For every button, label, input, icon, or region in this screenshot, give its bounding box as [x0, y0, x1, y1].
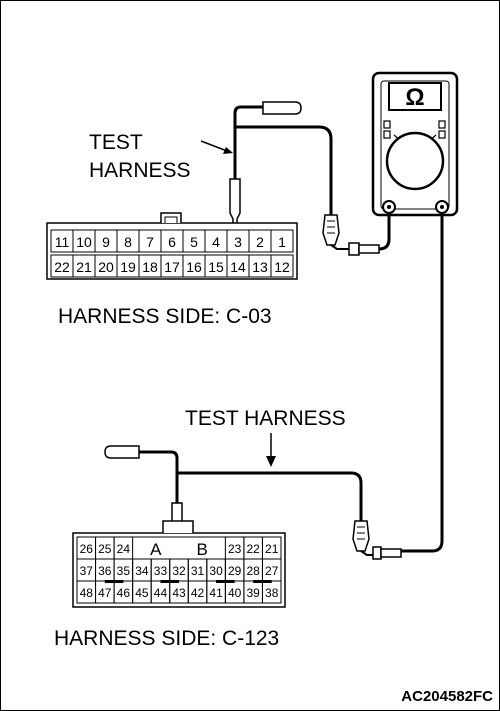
c123-pin-number: 37 — [80, 564, 94, 578]
c123-pin-number: 42 — [191, 586, 205, 600]
test-harness-bottom-label: TEST HARNESS — [185, 407, 346, 430]
c123-pin-number: 40 — [228, 586, 242, 600]
c123-pin-number: 46 — [117, 586, 131, 600]
meter-lead-negative — [401, 213, 444, 553]
c123-pin-number: 29 — [228, 564, 242, 578]
ohm-symbol: Ω — [405, 84, 424, 111]
connector-c123: 26 25 24 A B 23 22 21 37 36 35 34 33 32 31 30 29 28 27 48 47… — [72, 520, 286, 608]
c123-pin-number: 21 — [265, 542, 279, 556]
c03-pin-number: 13 — [252, 259, 268, 275]
c123-pin-number: 41 — [209, 586, 223, 600]
c123-pin-number: 31 — [191, 564, 205, 578]
c123-pin-number: 38 — [265, 586, 279, 600]
harness-side-c123-label: HARNESS SIDE: C-123 — [54, 627, 279, 650]
test-harness-top-line2: HARNESS — [89, 159, 191, 182]
c03-pin-number: 11 — [55, 234, 70, 250]
c123-pin-number: 22 — [247, 542, 261, 556]
c03-cavity — [270, 254, 294, 278]
c03-pin-number: 1 — [278, 234, 286, 250]
c123-pin-number: 25 — [98, 542, 112, 556]
c03-pin-number: 8 — [124, 234, 132, 250]
c03-pin-number: 22 — [54, 259, 70, 275]
c123-pin-number: 34 — [135, 564, 149, 578]
c123-pin-number: 47 — [98, 586, 112, 600]
multimeter: Ω — [371, 71, 459, 217]
c03-pin-number: 2 — [256, 234, 264, 250]
c123-pin-number: 26 — [80, 542, 94, 556]
c03-pin-number: 6 — [168, 234, 176, 250]
c123-pin-number: 39 — [247, 586, 261, 600]
c03-pin-number: 14 — [230, 259, 246, 275]
c123-pin-number: 43 — [172, 586, 186, 600]
c123-pin-number: 48 — [80, 586, 94, 600]
c123-pin-number: 27 — [265, 564, 279, 578]
c123-pin-number: 45 — [135, 586, 149, 600]
c03-pin-number: 5 — [190, 234, 198, 250]
harness-side-c03-label: HARNESS SIDE: C-03 — [58, 305, 272, 328]
c123-pin-number: 33 — [154, 564, 168, 578]
c03-pin-number: 12 — [274, 259, 290, 275]
top-test-harness — [229, 101, 391, 256]
c03-pin-number: 4 — [212, 234, 220, 250]
c123-lock-bar — [253, 580, 272, 583]
c03-pin-number: 10 — [76, 234, 92, 250]
c03-pin-number: 9 — [102, 234, 110, 250]
c123-pin-number: 35 — [117, 564, 131, 578]
c03-pin-number: 20 — [98, 259, 114, 275]
c03-cavity — [270, 229, 294, 253]
c123-pin-number: 44 — [154, 586, 168, 600]
c123-pin-number: 28 — [247, 564, 261, 578]
c03-pin-number: 3 — [234, 234, 242, 250]
c03-pin-number: 19 — [120, 259, 136, 275]
c123-pin-number: 23 — [228, 542, 242, 556]
c03-pin-number: 7 — [146, 234, 154, 250]
c123-pin-number: 24 — [117, 542, 131, 556]
c123-cavity-letter: A — [150, 540, 162, 559]
c123-pin-number: 30 — [209, 564, 223, 578]
c123-lock-bar — [216, 580, 235, 583]
c03-pin-number: 18 — [142, 259, 158, 275]
test-harness-top-line1: TEST — [89, 131, 143, 154]
c123-lock-bar — [104, 580, 124, 583]
c123-lock-bar — [160, 580, 179, 583]
c03-pin-number: 16 — [186, 259, 202, 275]
arrow-top — [200, 140, 228, 152]
c123-pin-number: 32 — [172, 564, 186, 578]
c03-pin-number: 17 — [164, 259, 180, 275]
c03-pin-number: 15 — [208, 259, 224, 275]
c123-cavity-letter: B — [197, 540, 208, 559]
c03-pin-number: 21 — [76, 259, 92, 275]
dial-knob — [385, 131, 445, 191]
c123-pin-number: 36 — [98, 564, 112, 578]
figure-code: AC204582FC — [401, 688, 493, 705]
c123-cavity — [261, 580, 282, 604]
